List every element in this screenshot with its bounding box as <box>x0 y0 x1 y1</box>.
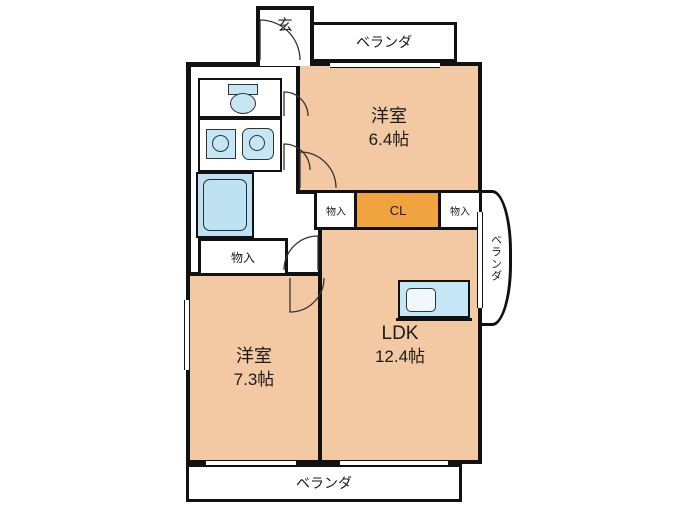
room-western-7-3-size: 7.3帖 <box>233 369 275 389</box>
toilet-room <box>198 78 282 118</box>
balcony-right: ベランダ <box>479 190 512 326</box>
room-western-6-4: 洋室 6.4帖 <box>296 62 482 194</box>
washing-machine-icon <box>206 129 236 159</box>
storage-mid-left: 物入 <box>314 190 358 230</box>
room-ldk: LDK 12.4帖 <box>318 226 482 464</box>
storage-mid-left-label: 物入 <box>326 206 346 218</box>
bathtub-inner <box>203 179 247 231</box>
window-marker <box>330 62 440 68</box>
closet-cl: CL <box>354 190 442 230</box>
bathtub-icon <box>196 172 254 238</box>
kitchen-counter-icon <box>398 280 470 318</box>
room-western-6-4-label: 洋室 6.4帖 <box>300 66 478 190</box>
storage-mid-right: 物入 <box>438 190 482 230</box>
storage-hall-label: 物入 <box>230 250 255 265</box>
balcony-top-label: ベランダ <box>356 34 412 50</box>
window-marker <box>477 212 483 308</box>
window-marker <box>206 460 296 466</box>
toilet-bowl-icon <box>230 93 256 114</box>
balcony-right-label: ベランダ <box>489 234 502 282</box>
entrance-room: 玄 <box>256 6 314 66</box>
washroom <box>198 118 282 172</box>
closet-cl-label: CL <box>389 202 407 218</box>
balcony-bottom: ベランダ <box>186 464 462 502</box>
kitchen-counter-edge <box>396 318 472 321</box>
room-western-6-4-size: 6.4帖 <box>368 129 410 149</box>
room-ldk-label: LDK 12.4帖 <box>322 230 478 460</box>
room-ldk-name: LDK <box>381 322 419 344</box>
room-western-7-3-label: 洋室 7.3帖 <box>190 276 318 460</box>
room-ldk-size: 12.4帖 <box>374 347 426 367</box>
storage-mid-right-label: 物入 <box>450 206 470 218</box>
window-marker <box>340 460 448 466</box>
kitchen-sink-icon <box>406 288 436 312</box>
entrance-label: 玄 <box>277 17 293 34</box>
room-western-6-4-name: 洋室 <box>371 106 407 127</box>
room-western-7-3-name: 洋室 <box>236 346 272 367</box>
sink-icon <box>242 128 274 160</box>
window-marker <box>184 300 190 370</box>
balcony-top: ベランダ <box>311 22 457 62</box>
balcony-bottom-label: ベランダ <box>296 475 352 491</box>
storage-hall: 物入 <box>198 238 288 276</box>
room-western-7-3: 洋室 7.3帖 <box>186 272 322 464</box>
